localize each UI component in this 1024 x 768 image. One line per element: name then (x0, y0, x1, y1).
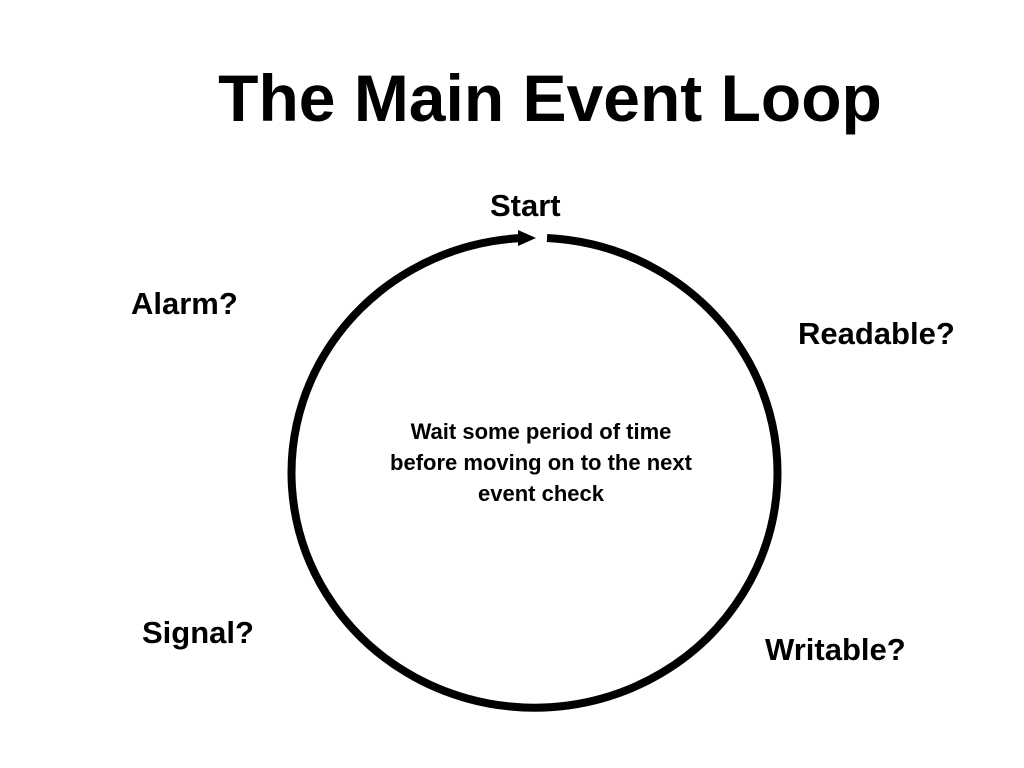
page-title: The Main Event Loop (218, 61, 882, 135)
loop-circle (287, 234, 782, 712)
start-label: Start (490, 188, 561, 223)
signal-check-label: Signal? (142, 615, 254, 650)
alarm-check-label: Alarm? (131, 286, 238, 321)
writable-check-label: Writable? (765, 632, 906, 667)
readable-check-label: Readable? (798, 316, 955, 351)
loop-arrowhead (518, 230, 536, 246)
wait-description: Wait some period of time before moving o… (390, 419, 692, 506)
